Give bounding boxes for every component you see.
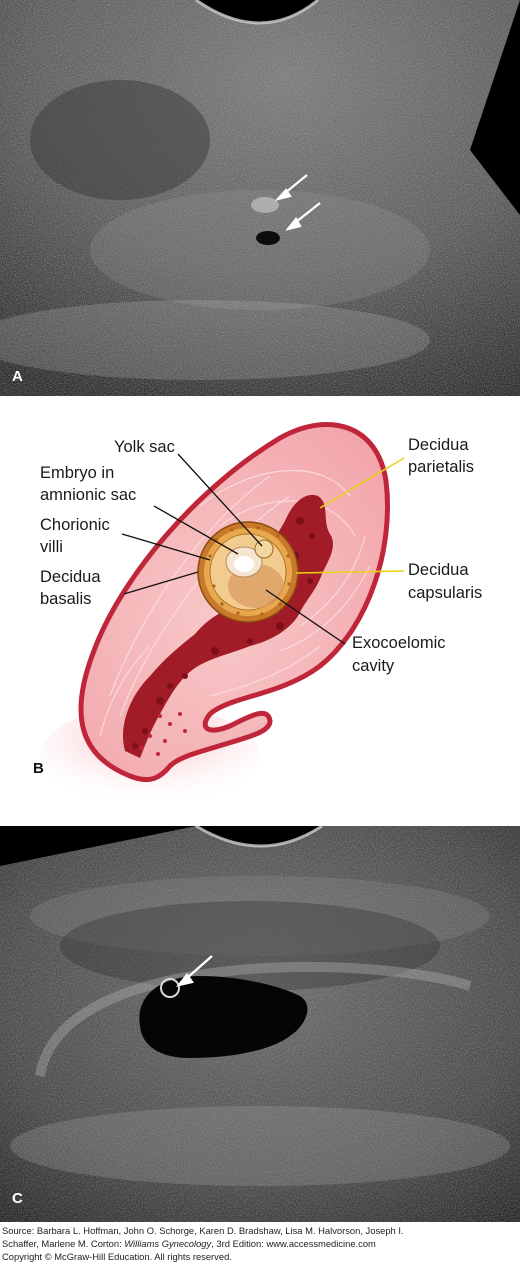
gestational-sac-illustration (40, 422, 405, 806)
label-chorionic-line2: villi (40, 538, 63, 556)
caption-line-2: Schaffer, Marlene M. Corton: Williams Gy… (2, 1237, 518, 1250)
caption-line-2-post: , 3rd Edition: www.accessmedicine.com (211, 1238, 376, 1249)
illustration-panel-b: Yolk sac Embryo in amnionic sac Chorioni… (0, 396, 520, 822)
label-capsularis-line1: Decidua (408, 561, 469, 579)
ultrasound-panel-c: C (0, 826, 520, 1222)
ultrasound-image-c (0, 826, 520, 1222)
caption-book-title: Williams Gynecology (124, 1238, 212, 1249)
yolk-sac-echo (160, 978, 180, 998)
label-exocoelomic-line1: Exocoelomic (352, 634, 446, 652)
gestational-sac (197, 521, 299, 623)
caption-line-3: Copyright © McGraw-Hill Education. All r… (2, 1251, 232, 1262)
label-exocoelomic-line2: cavity (352, 657, 395, 675)
decidua-spots (140, 712, 187, 756)
leader-lines (121, 453, 346, 645)
panel-letter-a: A (12, 368, 23, 385)
panel-letter-b: B (33, 760, 44, 777)
label-parietalis-line1: Decidua (408, 436, 469, 454)
label-embryo-line1: Embryo in (40, 464, 115, 482)
ultrasound-image-a (0, 0, 520, 396)
label-yolk-sac: Yolk sac (114, 438, 175, 456)
wall-striations (99, 469, 371, 737)
ultrasound-panel-a: A (0, 0, 520, 396)
caption-line-1: Source: Barbara L. Hoffman, John O. Scho… (2, 1225, 404, 1236)
embryo (234, 556, 254, 572)
yolk-sac (254, 539, 274, 559)
decidua-texture (132, 517, 315, 749)
leader-lines-yellow (295, 457, 405, 574)
label-basalis-line1: Decidua (40, 568, 101, 586)
label-chorionic-line1: Chorionic (40, 516, 110, 534)
label-parietalis-line2: parietalis (408, 458, 475, 476)
label-capsularis-line2: capsularis (408, 584, 483, 602)
arrow-icon (274, 174, 321, 231)
label-embryo-line2: amnionic sac (40, 486, 137, 504)
panel-letter-c: C (12, 1190, 23, 1207)
label-basalis-line2: basalis (40, 590, 92, 608)
gestational-sac-anechoic (139, 976, 308, 1058)
arrow-icon (175, 955, 213, 987)
source-caption: Source: Barbara L. Hoffman, John O. Scho… (2, 1224, 518, 1263)
caption-line-2-pre: Schaffer, Marlene M. Corton: (2, 1238, 125, 1249)
